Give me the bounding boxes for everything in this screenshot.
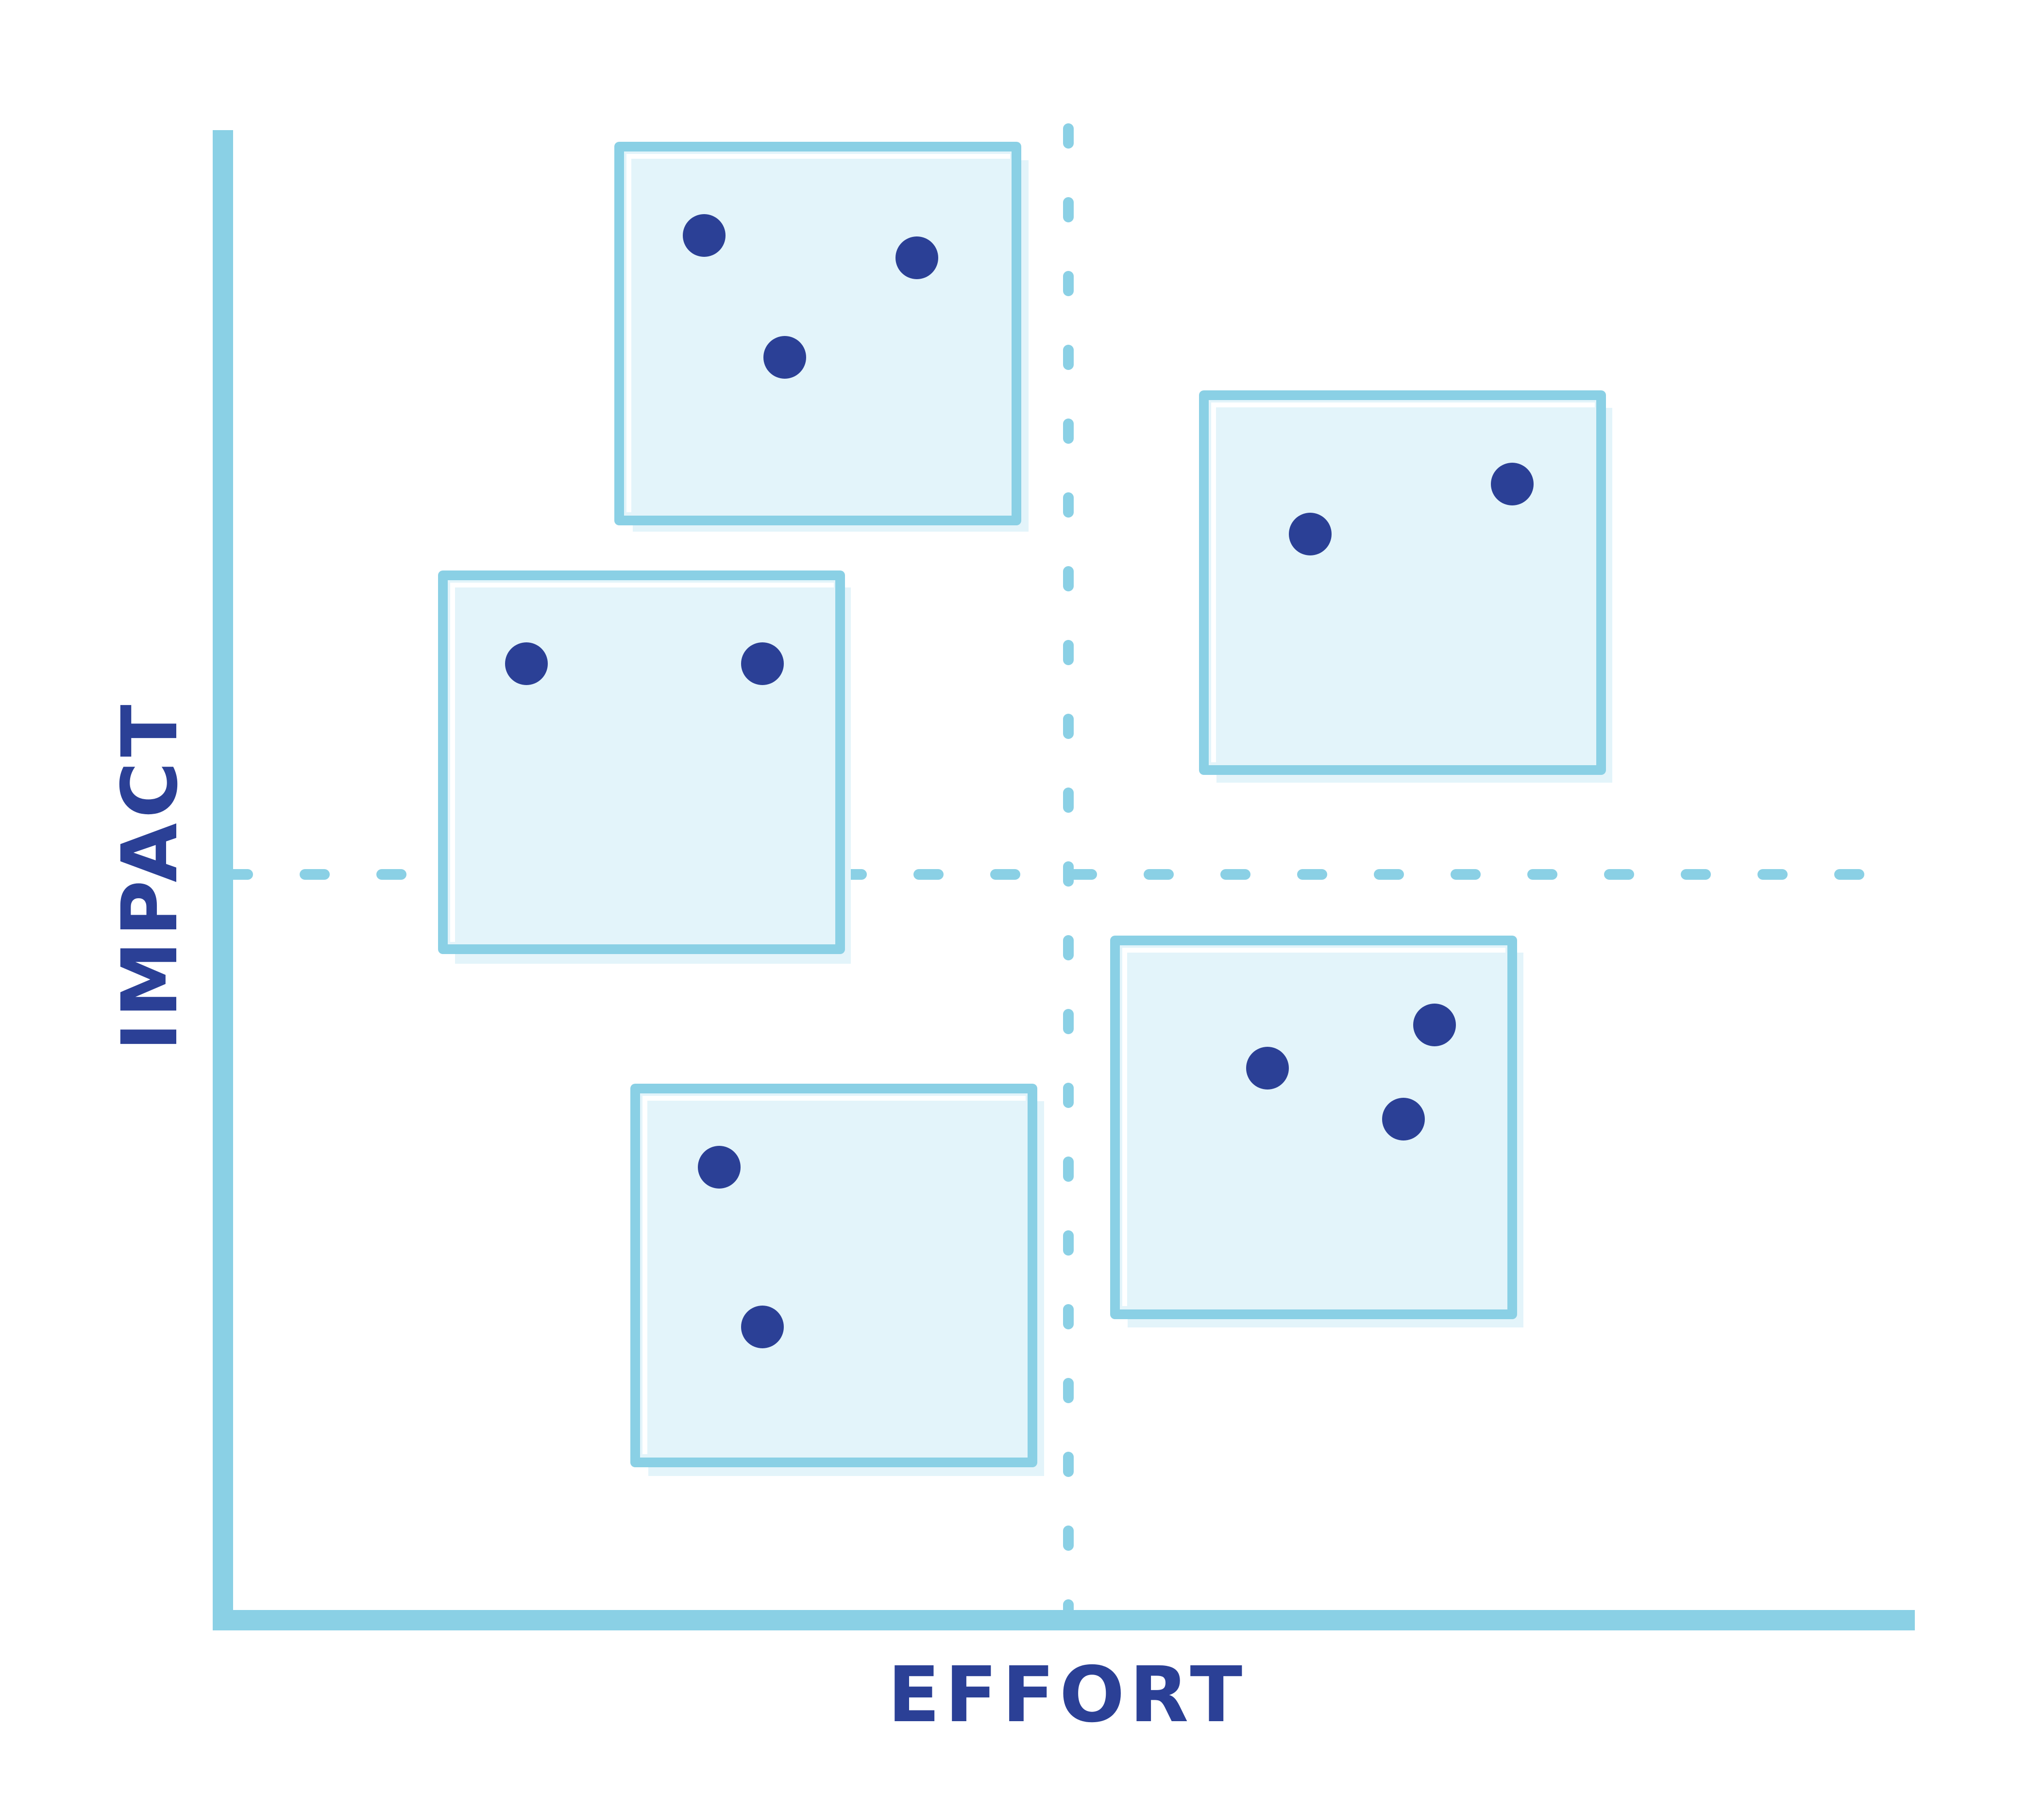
dot bbox=[698, 1146, 741, 1189]
group-top-right bbox=[1199, 390, 1612, 783]
dot bbox=[1382, 1098, 1425, 1140]
dot bbox=[741, 642, 784, 685]
dot bbox=[1491, 463, 1534, 505]
group-bottom-right bbox=[1110, 936, 1523, 1327]
dot bbox=[763, 336, 806, 379]
group-mid-left bbox=[438, 570, 851, 964]
x-axis-label: EFFORT bbox=[888, 1650, 1247, 1740]
box bbox=[438, 570, 845, 954]
y-axis-label: IMPACT bbox=[105, 700, 195, 1051]
axes bbox=[213, 130, 1915, 1630]
box-inner-highlight bbox=[626, 154, 1010, 512]
box-inner-highlight bbox=[1211, 402, 1595, 762]
box bbox=[1199, 390, 1606, 775]
box bbox=[1110, 936, 1517, 1319]
x-axis-line bbox=[213, 1610, 1915, 1630]
dot bbox=[1413, 1004, 1456, 1046]
dot bbox=[895, 236, 938, 279]
y-axis-line bbox=[213, 130, 233, 1630]
dot bbox=[1289, 513, 1332, 555]
group-top-center bbox=[614, 142, 1029, 532]
dot bbox=[1246, 1047, 1289, 1090]
box bbox=[630, 1084, 1037, 1467]
dot bbox=[505, 642, 548, 685]
box-inner-highlight bbox=[1122, 948, 1505, 1306]
dot bbox=[683, 214, 726, 257]
box bbox=[614, 142, 1021, 525]
group-bottom-center bbox=[630, 1084, 1044, 1476]
box-inner-highlight bbox=[450, 583, 834, 942]
box-inner-highlight bbox=[642, 1096, 1026, 1454]
dot bbox=[741, 1306, 784, 1348]
